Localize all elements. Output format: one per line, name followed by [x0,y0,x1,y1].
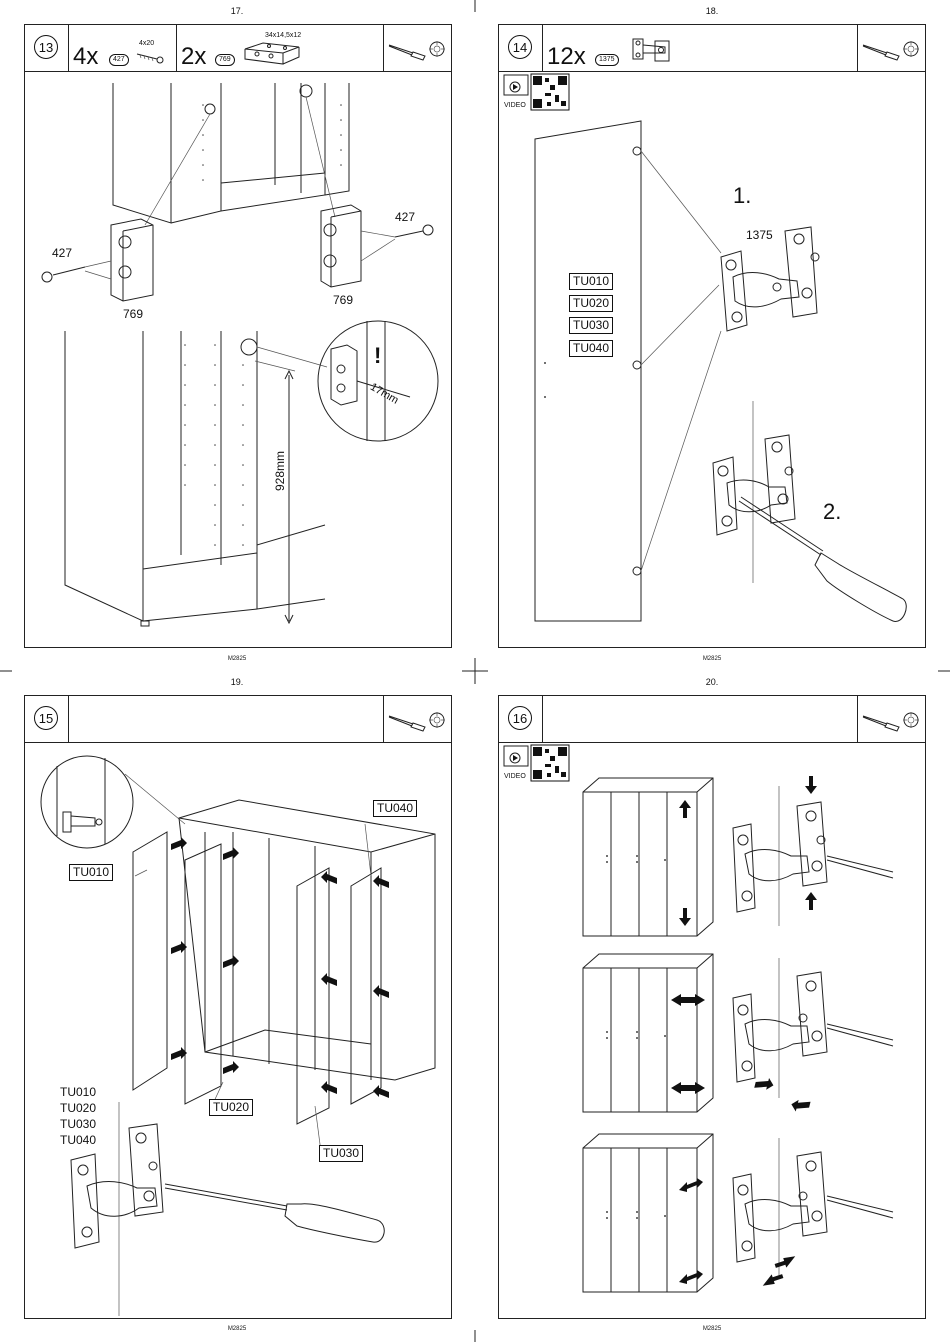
step-panel-14: 14 12x 1375 VIDEO [498,24,926,648]
model-code: M2825 [682,1326,742,1332]
block-label: 769 [333,293,353,307]
door-code-tu020: TU020 [209,1099,253,1116]
step-panel-13: 13 4x 427 4x20 2x 769 34x14,5x12 [24,24,452,648]
wardrobe-illustration [25,25,453,649]
door-code: TU020 [60,1101,96,1115]
block-label: 769 [123,307,143,321]
model-code: M2825 [207,656,267,662]
height-dimension: 928mm [273,451,287,491]
door-code-tu030: TU030 [319,1145,363,1162]
door-code: TU040 [569,340,613,357]
door-code-tu010: TU010 [69,864,113,881]
door-code: TU010 [569,273,613,290]
door-code-tu040: TU040 [373,800,417,817]
model-code: M2825 [207,1326,267,1332]
warning-mark: ! [374,343,381,369]
step-one-marker: 1. [733,183,751,209]
step-panel-15: 15 [24,695,452,1319]
page-number: 18. [682,6,742,16]
page-number: 19. [207,677,267,687]
door-code: TU010 [60,1085,96,1099]
screw-label: 427 [52,246,72,260]
door-hinge-illustration [499,25,927,649]
page-number: 20. [682,677,742,687]
screw-label: 427 [395,210,415,224]
step-panel-16: 16 VIDEO [498,695,926,1319]
hinge-part-label: 1375 [746,228,773,242]
door-code: TU030 [60,1117,96,1131]
door-code: TU020 [569,295,613,312]
step-two-marker: 2. [823,499,841,525]
door-code: TU040 [60,1133,96,1147]
door-code: TU030 [569,317,613,334]
model-code: M2825 [682,656,742,662]
door-mounting-illustration [25,696,453,1320]
door-adjustment-illustration [499,696,927,1320]
page-number: 17. [207,6,267,16]
